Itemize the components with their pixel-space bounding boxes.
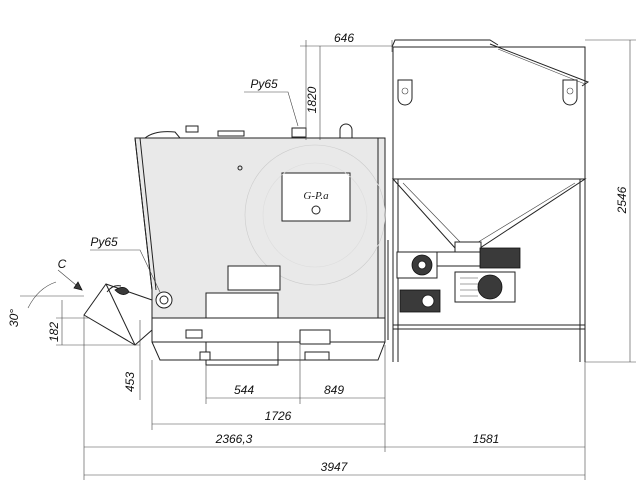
drive-motor-hub: [477, 274, 503, 300]
top-port-flange: [291, 127, 307, 138]
label-port-top: Ру65: [250, 77, 278, 91]
label-direction-c: C: [58, 257, 67, 271]
boiler-body: G-P.a: [134, 123, 386, 366]
dim-453: 453: [123, 372, 137, 392]
pellet-hopper: [391, 39, 590, 362]
dim-1820: 1820: [305, 86, 319, 113]
dim-1726: 1726: [265, 409, 292, 423]
angle-arc: [27, 281, 57, 309]
boiler-shell: [134, 137, 386, 319]
lifting-eye: [339, 123, 353, 139]
dim-544: 544: [234, 383, 254, 397]
dim-3947: 3947: [321, 460, 349, 474]
brand-plate: [281, 172, 351, 222]
hopper-lid-open: [489, 43, 590, 87]
nozzle-handle: [114, 287, 130, 295]
dimension-lines: [20, 39, 636, 480]
hopper-funnel: [391, 178, 587, 249]
boiler-skid: [151, 341, 386, 361]
dim-2546: 2546: [615, 186, 629, 214]
auger-gearbox: [479, 247, 521, 269]
nozzle-body: [83, 283, 153, 346]
burner-nozzle: [83, 283, 153, 346]
dim-1581: 1581: [473, 432, 500, 446]
brand-logo: G-P.a: [303, 190, 329, 202]
watermark-seal: [244, 144, 386, 286]
side-port-flange: [155, 291, 173, 309]
feeder-assembly: [383, 240, 521, 340]
leader-port-top: [244, 91, 299, 127]
service-door: [227, 265, 281, 291]
hopper-lid-left: [391, 39, 499, 48]
hopper-box: [392, 46, 586, 180]
dim-182: 182: [47, 322, 61, 342]
leader-port-left: [90, 249, 161, 293]
hopper-hinge-left: [397, 79, 413, 106]
boiler-top-hatch: [217, 130, 245, 137]
dim-2366: 2366,3: [215, 432, 253, 446]
dim-849: 849: [324, 383, 344, 397]
dim-646: 646: [334, 31, 354, 45]
hopper-hinge-right: [562, 79, 578, 106]
dim-angle-30: 30°: [7, 309, 21, 327]
boiler-top-lid: [143, 131, 182, 139]
label-port-left: Ру65: [90, 235, 118, 249]
